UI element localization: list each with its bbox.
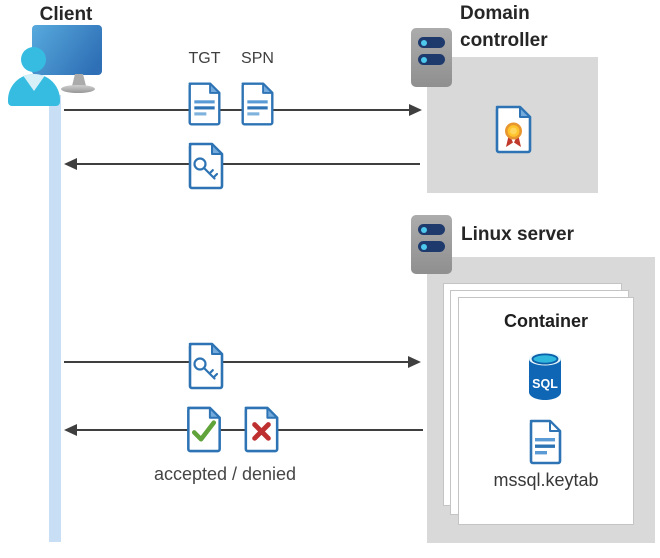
- arrow-line: [64, 109, 409, 111]
- person-body-icon: [8, 74, 60, 106]
- client-title: Client: [39, 4, 93, 25]
- arrowhead-left-icon: [64, 158, 77, 170]
- person-icon: [21, 47, 46, 72]
- person-collar: [22, 74, 46, 91]
- server-pill: [418, 241, 445, 252]
- linux-server-title: Linux server: [461, 224, 574, 245]
- monitor-stand-base: [61, 85, 95, 93]
- arrowhead-left-icon: [64, 424, 77, 436]
- key-document-icon: [188, 142, 224, 190]
- container-card: Container mssql.keytab: [458, 297, 634, 525]
- keytab-label: mssql.keytab: [493, 470, 599, 490]
- server-led-icon: [421, 226, 427, 233]
- key-document-icon: [188, 342, 224, 390]
- server-pill: [418, 54, 445, 65]
- x-document-icon: [244, 406, 279, 453]
- arrow-line: [77, 163, 420, 165]
- server-pill: [418, 224, 445, 235]
- sql-text: SQL: [532, 377, 558, 391]
- keytab-document-icon: [529, 419, 562, 465]
- arrow-line: [64, 361, 408, 363]
- arrowhead-right-icon: [409, 104, 422, 116]
- certificate-document-icon: [495, 105, 532, 154]
- linux-server-icon: [411, 215, 452, 274]
- tgt-document-icon: [188, 82, 221, 126]
- domain-controller-server-icon: [411, 28, 452, 87]
- server-led-icon: [421, 56, 427, 63]
- container-title: Container: [503, 311, 588, 331]
- client-lifeline: [49, 95, 61, 542]
- spn-document-icon: [241, 82, 274, 126]
- server-led-icon: [421, 243, 427, 250]
- server-pill: [418, 37, 445, 48]
- monitor-stand: [72, 74, 86, 86]
- domain-controller-title: Domain controller: [460, 3, 548, 51]
- spn-label: SPN: [241, 50, 274, 67]
- server-led-icon: [421, 39, 427, 46]
- sql-database-icon: SQL: [529, 352, 561, 400]
- tgt-label: TGT: [188, 50, 221, 67]
- arrowhead-right-icon: [408, 356, 421, 368]
- check-document-icon: [187, 406, 221, 453]
- accepted-denied-label: accepted / denied: [153, 464, 297, 484]
